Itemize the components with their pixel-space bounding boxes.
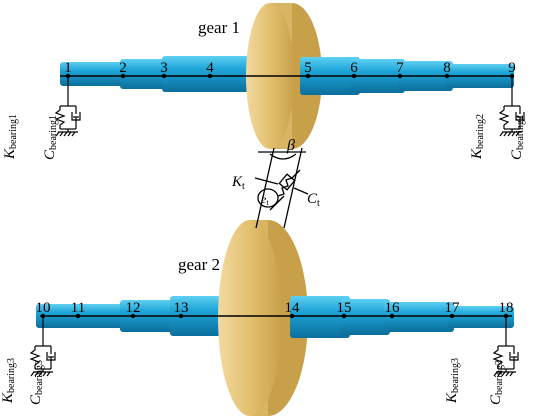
beta-label: β bbox=[286, 137, 295, 154]
mesh-damper bbox=[278, 173, 296, 191]
shaft-1 bbox=[60, 56, 260, 92]
bearing-2: Kbearing2 Cbearing2 bbox=[469, 76, 526, 160]
shaft-node-label-3: 3 bbox=[160, 60, 168, 76]
bearing-damping-label-3: Cbearing3 bbox=[28, 360, 45, 405]
shaft-1-segment-left-thick bbox=[162, 56, 260, 92]
shaft-node-label-15: 15 bbox=[337, 300, 352, 316]
mesh-spring bbox=[277, 177, 293, 197]
bearing-stiffness-label-2: Kbearing2 bbox=[469, 114, 486, 160]
shaft-node-3 bbox=[161, 73, 167, 79]
shaft-node-label-1: 1 bbox=[64, 60, 72, 76]
shaft-2-nodes: 10 11 12 13 14 15 16 17 18 bbox=[36, 300, 514, 319]
shaft-node-label-2: 2 bbox=[119, 60, 127, 76]
gear-2 bbox=[218, 220, 308, 416]
kt-leader bbox=[254, 177, 279, 185]
shaft-node-5 bbox=[305, 73, 311, 79]
gear-1-label: gear 1 bbox=[198, 18, 240, 37]
shaft-node-label-10: 10 bbox=[36, 300, 51, 316]
shaft-2-segment-right-thick bbox=[290, 296, 350, 338]
shaft-node-7 bbox=[397, 73, 403, 79]
shaft-node-label-17: 17 bbox=[445, 300, 461, 316]
shaft-node-label-16: 16 bbox=[385, 300, 401, 316]
shaft-node-label-13: 13 bbox=[174, 300, 189, 316]
mesh-error-label: et bbox=[261, 192, 269, 207]
bearing-damping-label-4: Cbearing3 bbox=[488, 360, 505, 405]
bearings: Kbearing1Cbearing1Kbearing2Cbearing2Kbea… bbox=[0, 76, 526, 405]
beta-angle-arc bbox=[269, 153, 297, 160]
mesh-stiffness-label: Kt bbox=[231, 174, 245, 192]
bearing-stiffness-label-1: Kbearing1 bbox=[2, 114, 19, 160]
shaft-node-label-6: 6 bbox=[350, 60, 358, 76]
shaft-node-12 bbox=[130, 313, 136, 319]
bearing-spring bbox=[54, 106, 66, 129]
bearing-spring bbox=[498, 106, 510, 129]
gear-2-label: gear 2 bbox=[178, 255, 220, 274]
shaft-1-nodes: 1 2 3 4 5 6 7 8 9 bbox=[64, 60, 516, 79]
mesh-line-of-action-left bbox=[255, 147, 275, 229]
bearing-stiffness-label-4: Kbearing3 bbox=[444, 358, 461, 404]
ct-leader bbox=[293, 187, 309, 195]
bearing-4: Kbearing3 Cbearing3 bbox=[444, 316, 519, 405]
bearing-3: Kbearing3 Cbearing3 bbox=[0, 316, 56, 405]
shaft-node-13 bbox=[178, 313, 184, 319]
shaft-node-label-14: 14 bbox=[285, 300, 301, 316]
bearing-stiffness-label-3: Kbearing3 bbox=[0, 358, 17, 404]
bearing-damping-label-2: Cbearing2 bbox=[509, 115, 526, 160]
shaft-node-14 bbox=[289, 313, 295, 319]
mesh-line-of-action-right bbox=[283, 147, 303, 229]
shaft-node-label-9: 9 bbox=[508, 60, 516, 76]
bearing-spring bbox=[29, 346, 41, 369]
shaft-node-label-7: 7 bbox=[396, 60, 404, 76]
shaft-2-segment-right-mid bbox=[340, 299, 390, 335]
bearing-1: Kbearing1 Cbearing1 bbox=[2, 76, 81, 160]
mesh-damping-label: Ct bbox=[307, 191, 320, 209]
shaft-node-label-5: 5 bbox=[304, 60, 312, 76]
bearing-spring bbox=[492, 346, 504, 369]
shaft-node-16 bbox=[389, 313, 395, 319]
shaft-2-segment-right-end bbox=[448, 306, 514, 328]
error-circle bbox=[257, 188, 279, 208]
shaft-node-11 bbox=[75, 313, 81, 319]
shaft-node-6 bbox=[351, 73, 357, 79]
shaft-node-4 bbox=[207, 73, 213, 79]
shaft-node-8 bbox=[444, 73, 450, 79]
shaft-node-label-4: 4 bbox=[206, 60, 214, 76]
shaft-2-right bbox=[290, 296, 514, 338]
shaft-node-label-18: 18 bbox=[499, 300, 514, 316]
gear-2-face bbox=[218, 220, 282, 416]
bearing-damping-label-1: Cbearing1 bbox=[42, 115, 59, 160]
shaft-node-2 bbox=[120, 73, 126, 79]
shaft-2-segment-right-thin bbox=[384, 302, 454, 332]
shaft-node-17 bbox=[449, 313, 455, 319]
mesh-model bbox=[254, 147, 309, 229]
shaft-node-label-8: 8 bbox=[443, 60, 451, 76]
shaft-node-label-12: 12 bbox=[126, 300, 141, 316]
shaft-node-label-11: 11 bbox=[71, 300, 85, 316]
shaft-node-15 bbox=[341, 313, 347, 319]
